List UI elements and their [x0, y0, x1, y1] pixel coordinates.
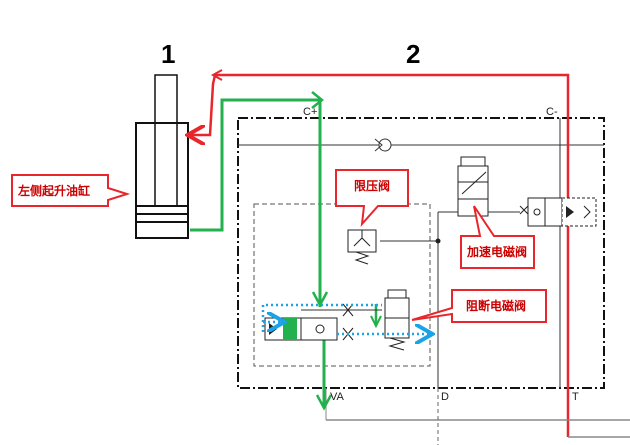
port-c-plus: C+: [303, 106, 317, 118]
valve-block-boundary: [237, 117, 605, 389]
callout-acceleration-solenoid-valve-text: 加速电磁阀: [466, 244, 527, 259]
component-1-label: 1: [161, 39, 175, 69]
green-arrow-top: [311, 91, 325, 109]
callout-pressure-limit-valve: 限压阀: [335, 169, 409, 228]
pressure-limit-valve-symbol: [347, 212, 441, 388]
cutoff-solenoid-valve-symbol: [370, 289, 410, 351]
check-valve: [374, 138, 392, 152]
blue-flow-upper: [261, 303, 382, 332]
red-return-line: [190, 73, 570, 437]
port-t: T: [572, 391, 579, 403]
callout-pressure-limit-valve-text: 限压阀: [354, 178, 390, 193]
green-arrow-bottom: [315, 394, 333, 411]
red-arrowhead-top: [210, 69, 223, 81]
lift-cylinder: [135, 74, 189, 239]
callout-cutoff-solenoid-valve-text: 阻断电磁阀: [466, 298, 526, 313]
component-2-label: 2: [406, 39, 420, 69]
port-c-minus: C-: [546, 106, 558, 118]
port-d: D: [441, 391, 449, 403]
callout-cutoff-solenoid-valve: 阻断电磁阀: [411, 289, 547, 323]
acceleration-solenoid-valve-symbol: [438, 156, 597, 227]
callout-left-lift-cylinder: 左侧起升油缸: [11, 174, 131, 207]
port-va: VA: [330, 391, 345, 403]
green-arrow-mid: [311, 291, 329, 308]
callout-acceleration-solenoid-valve: 加速电磁阀: [460, 205, 535, 269]
main-spool-valve: [264, 303, 382, 341]
green-flow-line: [190, 98, 322, 307]
callout-left-lift-cylinder-text: 左侧起升油缸: [17, 183, 90, 198]
